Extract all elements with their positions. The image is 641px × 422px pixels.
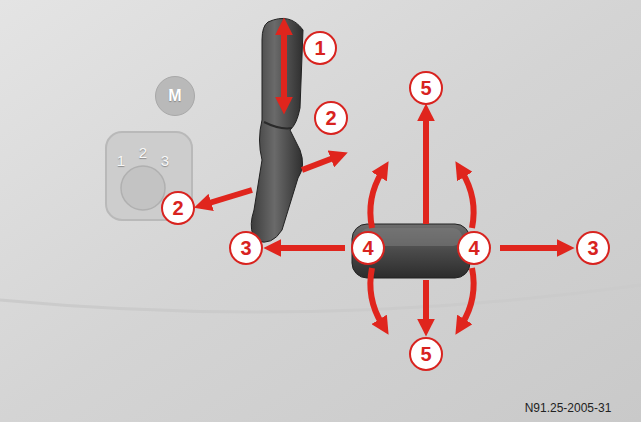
callout-number: 4 [457,231,491,265]
arrow-backrest-fwd [302,157,336,170]
callout-number: 1 [303,31,337,65]
memory-position: 1 [117,152,125,169]
arrow-seat-up [423,116,429,224]
memory-position: 3 [161,152,169,169]
memory-position: 2 [139,144,147,161]
callout-number: 5 [409,71,443,105]
arrow-tilt [370,268,382,324]
arrow-seat-fwd [500,245,562,251]
arrow-height [281,30,287,102]
callout-number: 4 [351,231,385,265]
callout-number: 3 [229,231,263,265]
arrow-tilt [462,172,474,228]
callout-number: 3 [576,231,610,265]
arrow-seat-down [423,280,429,324]
door-panel-edge [0,285,641,312]
arrow-tilt [462,268,474,324]
memory-knob [121,166,165,210]
arrow-backrest-back [206,190,252,204]
arrow-seat-back [276,245,345,251]
memory-button: M [155,76,195,116]
backrest-switch [251,18,303,242]
callout-number: 2 [314,101,348,135]
figure-code: N91.25-2005-31 [525,401,612,415]
callout-number: 5 [409,337,443,371]
arrow-tilt [370,172,382,228]
callout-number: 2 [161,191,195,225]
switch-seam [264,122,292,128]
arrows [206,30,562,324]
